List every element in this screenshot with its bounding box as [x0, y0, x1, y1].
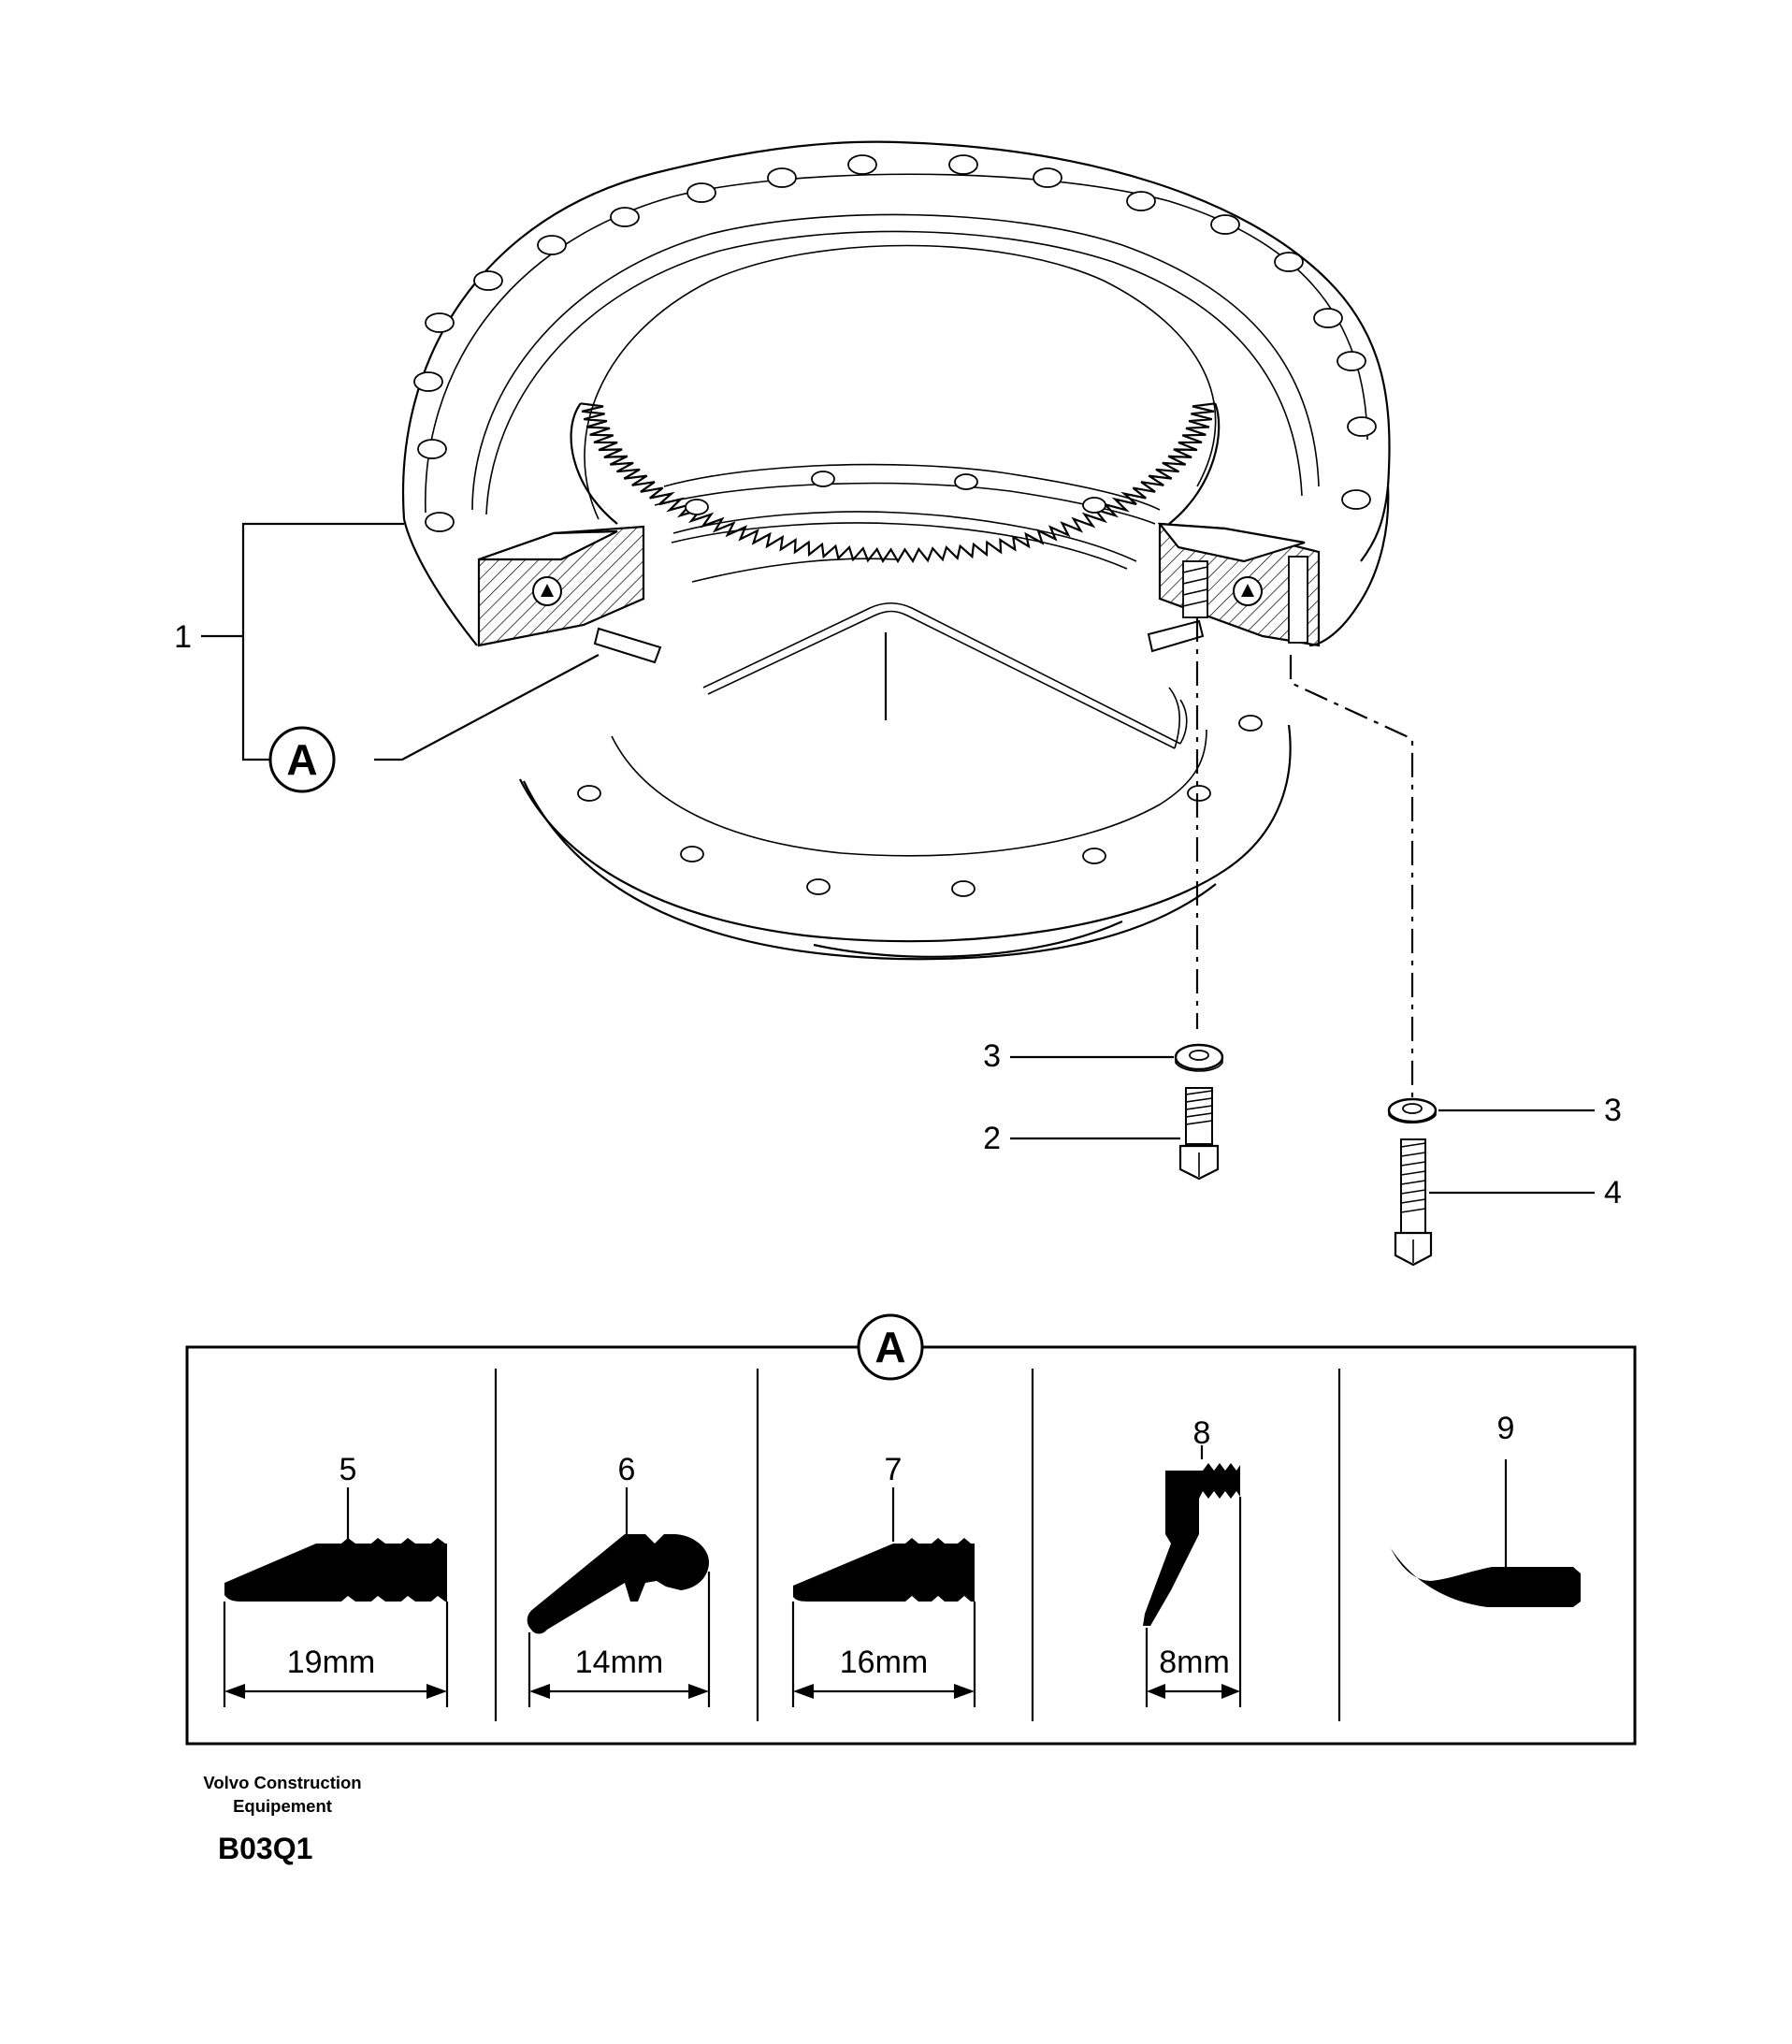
callout-3-left: 3	[983, 1038, 1001, 1074]
detail-panel-title-circle	[857, 1313, 924, 1381]
detail-a-callout-label: A	[286, 735, 317, 784]
ring-hole	[1337, 351, 1366, 371]
ring-hole	[1210, 214, 1240, 235]
ring-hole	[847, 154, 877, 175]
seal-7-dimension: 16mm	[840, 1645, 928, 1680]
callout-4: 4	[1604, 1175, 1622, 1210]
lower-ring-hole	[954, 473, 978, 490]
bolt-short	[1178, 1087, 1220, 1181]
seal-8-dimension: 8mm	[1159, 1645, 1230, 1680]
seal-8-callout: 8	[1193, 1415, 1211, 1451]
washer-right	[1387, 1097, 1438, 1124]
ring-hole	[417, 439, 447, 459]
detail-a-callout-circle	[268, 726, 336, 793]
seal-5-dimension: 19mm	[287, 1645, 375, 1680]
bolt-long	[1394, 1138, 1433, 1267]
callout-1: 1	[174, 619, 192, 655]
ring-hole	[948, 154, 978, 175]
ring-bolt-holes	[413, 154, 1377, 532]
lower-ring-hole	[577, 785, 601, 802]
ring-hole	[537, 235, 567, 255]
detail-panel-a: A	[185, 1313, 1637, 1746]
lower-ring-hole	[806, 878, 831, 895]
ring-hole	[413, 371, 443, 392]
seal-profile-5: 5 19mm	[223, 1452, 449, 1707]
leaders	[201, 522, 1595, 1195]
ring-hole	[1313, 308, 1343, 328]
lower-ring-hole	[680, 846, 704, 863]
seal-profile-6: 6 14mm	[527, 1452, 711, 1707]
lower-ring-hole	[685, 499, 709, 515]
drawing-code: B03Q1	[218, 1832, 312, 1865]
seal-profile-9: 9	[1391, 1411, 1581, 1607]
callout-3-right: 3	[1604, 1093, 1622, 1128]
maker-line-1: Volvo Construction	[203, 1773, 361, 1792]
lower-ring-hole	[1187, 785, 1211, 802]
lower-ring-holes	[577, 471, 1263, 897]
ring-hole	[1347, 416, 1377, 437]
ring-hole	[425, 312, 455, 333]
ring-hole	[473, 270, 503, 291]
lower-ring-hole	[1082, 497, 1106, 514]
ring-hole	[1341, 489, 1371, 510]
slewing-ring	[401, 140, 1391, 664]
seal-5-callout: 5	[340, 1452, 357, 1487]
lower-ring-hole	[951, 880, 975, 897]
seal-6-callout: 6	[618, 1452, 636, 1487]
seal-6-dimension: 14mm	[575, 1645, 663, 1680]
ring-hole	[686, 182, 716, 203]
maker-line-2: Equipement	[233, 1796, 332, 1816]
callout-2: 2	[983, 1121, 1001, 1156]
ring-hole	[610, 207, 640, 227]
ring-hole	[1126, 191, 1156, 211]
washer-left	[1174, 1043, 1224, 1072]
ring-hole	[1033, 167, 1062, 188]
ring-hole	[767, 167, 797, 188]
seal-profile-8: 8 8mm	[1143, 1415, 1242, 1707]
seal-profile-7: 7 16mm	[791, 1452, 976, 1707]
detail-panel-title: A	[874, 1323, 905, 1371]
ring-hole	[425, 512, 455, 532]
lower-ring-hole	[1082, 848, 1106, 864]
seal-7-callout: 7	[885, 1452, 903, 1487]
lower-ring-hole	[1238, 715, 1263, 732]
lower-ring-hole	[811, 471, 835, 487]
ring-hole	[1274, 252, 1304, 272]
seal-9-callout: 9	[1497, 1411, 1515, 1446]
